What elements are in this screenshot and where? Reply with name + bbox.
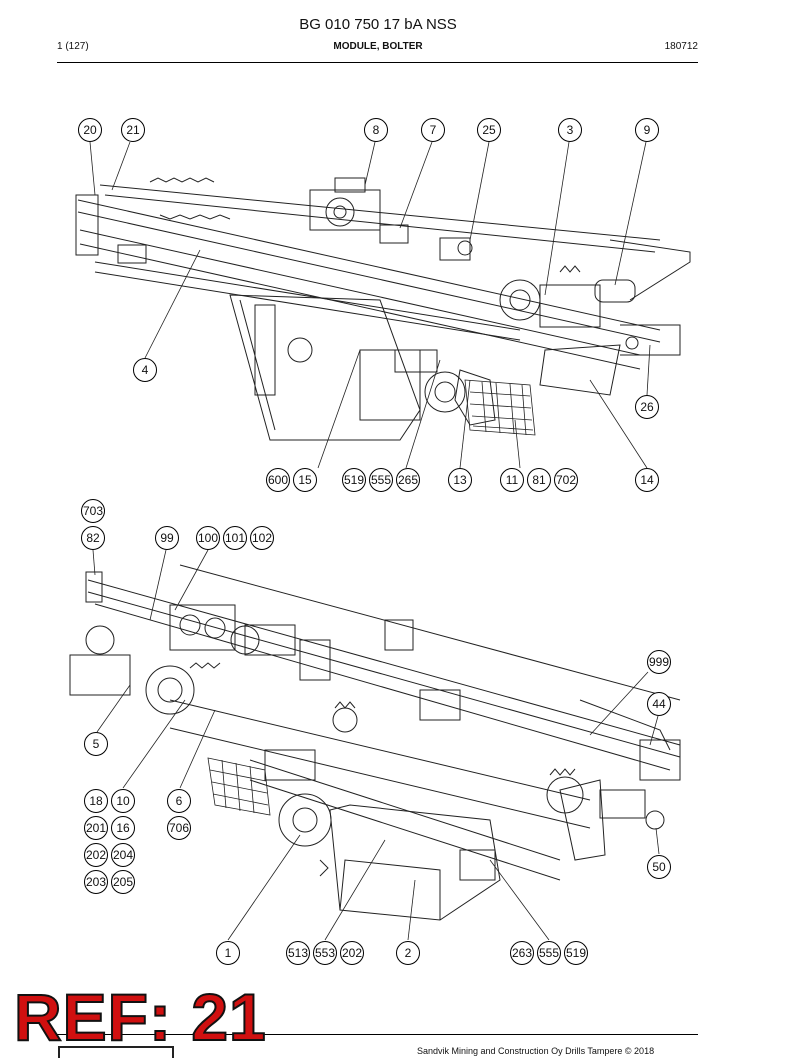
callout-21[interactable]: 21 [121,118,145,142]
callout-11[interactable]: 11 [500,468,524,492]
callout-25[interactable]: 25 [477,118,501,142]
callout-26[interactable]: 26 [635,395,659,419]
callout-2[interactable]: 2 [396,941,420,965]
callout-202-bottom[interactable]: 202 [340,941,364,965]
callout-204[interactable]: 204 [111,843,135,867]
callout-6[interactable]: 6 [167,789,191,813]
callout-8[interactable]: 8 [364,118,388,142]
callout-81[interactable]: 81 [527,468,551,492]
callout-555[interactable]: 555 [369,468,393,492]
callout-202[interactable]: 202 [84,843,108,867]
callout-5[interactable]: 5 [84,732,108,756]
callout-82[interactable]: 82 [81,526,105,550]
callout-513[interactable]: 513 [286,941,310,965]
upper-leader-lines [89,141,651,469]
callout-1[interactable]: 1 [216,941,240,965]
callout-101[interactable]: 101 [223,526,247,550]
callout-9[interactable]: 9 [635,118,659,142]
callout-102[interactable]: 102 [250,526,274,550]
callout-99[interactable]: 99 [155,526,179,550]
copyright-footer: Sandvik Mining and Construction Oy Drill… [417,1046,655,1056]
footer-rule [57,1034,698,1035]
callout-203[interactable]: 203 [84,870,108,894]
reference-stamp: REF: 21 [13,980,267,1054]
callout-18[interactable]: 18 [84,789,108,813]
lower-bolter-assembly [69,564,681,921]
callout-15[interactable]: 15 [293,468,317,492]
callout-44[interactable]: 44 [647,692,671,716]
lower-leader-lines [92,549,660,941]
page-number: 1 (127) [57,41,89,52]
callout-519-bottom[interactable]: 519 [564,941,588,965]
callout-999[interactable]: 999 [647,650,671,674]
brand-logo [58,1046,174,1058]
callout-50[interactable]: 50 [647,855,671,879]
callout-263[interactable]: 263 [510,941,534,965]
callout-702[interactable]: 702 [554,468,578,492]
callout-600[interactable]: 600 [266,468,290,492]
callout-553[interactable]: 553 [313,941,337,965]
callout-4[interactable]: 4 [133,358,157,382]
header-rule [57,62,698,63]
callout-7[interactable]: 7 [421,118,445,142]
callout-13[interactable]: 13 [448,468,472,492]
callout-100[interactable]: 100 [196,526,220,550]
module-title: MODULE, BOLTER [333,41,423,52]
document-number: BG 010 750 17 bA NSS [299,16,457,33]
upper-bolter-assembly [75,177,691,441]
callout-703[interactable]: 703 [81,499,105,523]
callout-20[interactable]: 20 [78,118,102,142]
callout-14[interactable]: 14 [635,468,659,492]
callout-265[interactable]: 265 [396,468,420,492]
callout-10[interactable]: 10 [111,789,135,813]
callout-706[interactable]: 706 [167,816,191,840]
document-date: 180712 [664,41,698,52]
callout-201[interactable]: 201 [84,816,108,840]
callout-205[interactable]: 205 [111,870,135,894]
callout-16[interactable]: 16 [111,816,135,840]
callout-3[interactable]: 3 [558,118,582,142]
callout-555-bottom[interactable]: 555 [537,941,561,965]
callout-519[interactable]: 519 [342,468,366,492]
